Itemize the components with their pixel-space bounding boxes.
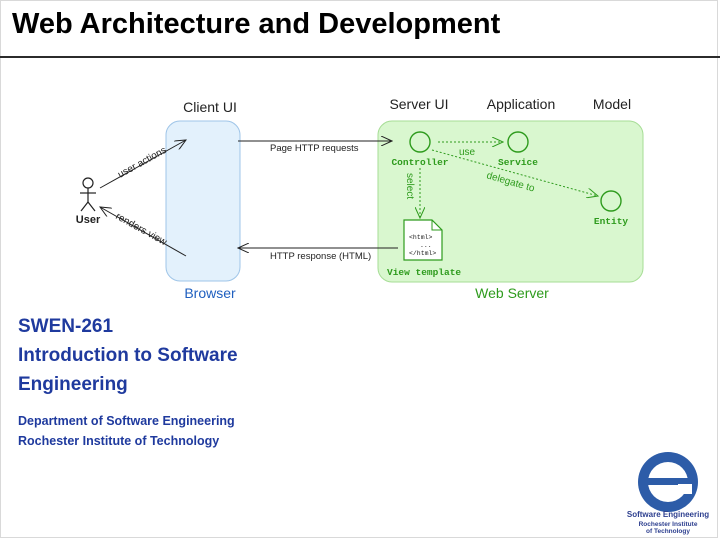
controller-label: Controller: [391, 157, 448, 168]
view-template-label: View template: [387, 267, 461, 278]
department-info: Department of Software Engineering Roche…: [18, 411, 235, 451]
user-actions-arrow: [99, 140, 186, 189]
entity-node-icon: [600, 190, 622, 212]
course-name-line1: Introduction to Software: [18, 345, 238, 366]
logo-subtitle: Rochester Institute of Technology: [620, 521, 716, 535]
html-dots: ...: [420, 242, 432, 249]
html-close-tag: </html>: [409, 250, 436, 257]
renders-view-label: renders view: [114, 211, 170, 248]
logo-subtitle-line2: of Technology: [646, 528, 690, 535]
controller-node-icon: [409, 131, 431, 153]
server-ui-label: Server UI: [389, 96, 448, 112]
use-label: use: [459, 147, 476, 158]
client-ui-label: Client UI: [183, 99, 237, 115]
slide-title: Web Architecture and Development: [12, 8, 501, 40]
department-line2: Rochester Institute of Technology: [18, 434, 220, 448]
html-open-tag: <html>: [409, 234, 433, 241]
service-node-icon: [507, 131, 529, 153]
course-code: SWEN-261: [18, 316, 114, 337]
user-label: User: [76, 214, 101, 226]
department-line1: Department of Software Engineering: [18, 414, 235, 428]
user-actions-label: user actions: [116, 145, 168, 181]
software-engineering-logo-icon: [638, 452, 698, 512]
web-server-label: Web Server: [475, 285, 549, 301]
select-label: select: [404, 173, 415, 199]
http-response-label: HTTP response (HTML): [270, 251, 371, 262]
entity-label: Entity: [594, 216, 629, 227]
application-label: Application: [487, 96, 556, 112]
user-stick-figure-icon: [80, 177, 96, 212]
title-divider: [0, 56, 720, 58]
delegate-to-arrow: [431, 149, 598, 196]
browser-region: [165, 120, 241, 282]
course-info: SWEN-261 Introduction to Software Engine…: [18, 312, 238, 399]
browser-label: Browser: [184, 285, 236, 301]
web-server-region: [377, 120, 644, 283]
service-label: Service: [498, 157, 538, 168]
course-name-line2: Engineering: [18, 374, 128, 395]
model-label: Model: [593, 96, 631, 112]
page-http-requests-label: Page HTTP requests: [270, 143, 359, 154]
renders-view-arrow: [100, 207, 187, 257]
logo-subtitle-line1: Rochester Institute: [638, 521, 698, 528]
logo-title: Software Engineering: [626, 510, 710, 519]
architecture-diagram: Client UI Browser Server UI Application …: [76, 96, 644, 301]
